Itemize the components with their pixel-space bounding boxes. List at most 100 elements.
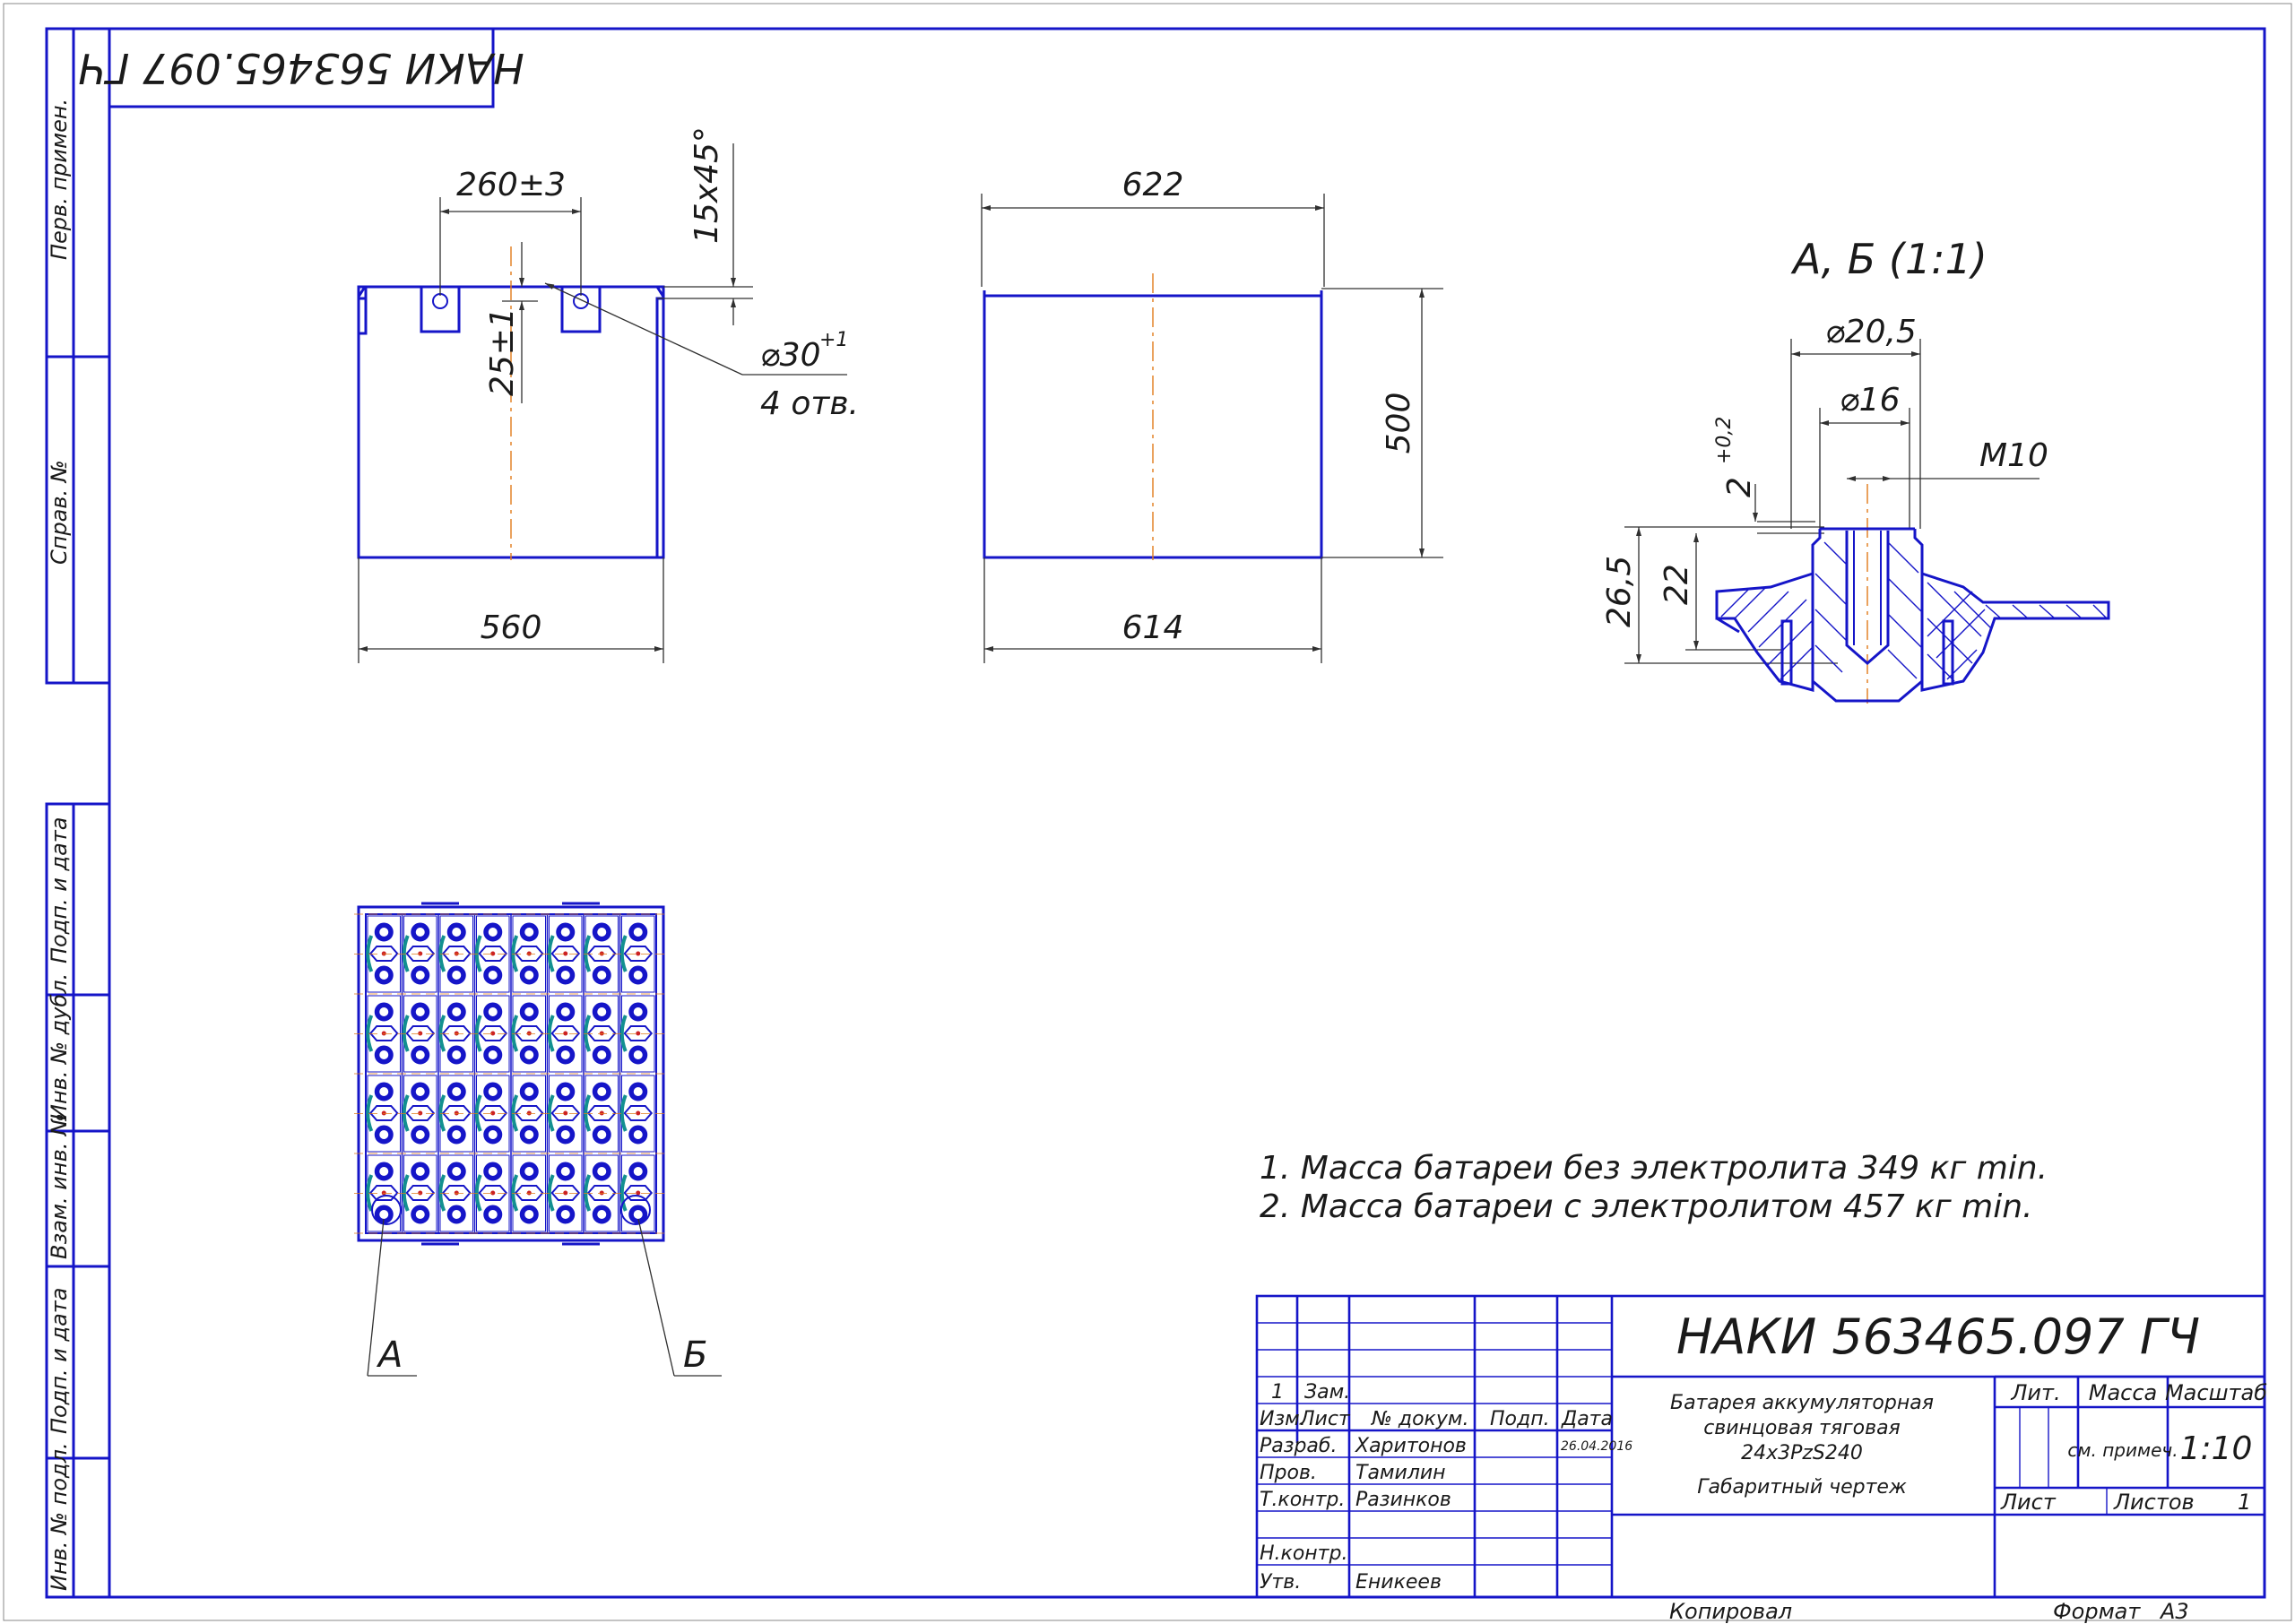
copied-label: Копировал — [1669, 1599, 1792, 1624]
vent-dot — [563, 1190, 568, 1196]
inter-cell-connector — [438, 1015, 446, 1052]
cell-pole-core — [597, 1210, 607, 1219]
vent-dot — [381, 951, 386, 956]
cell-pole-core — [379, 1167, 389, 1176]
inter-cell-connector — [619, 1015, 628, 1052]
cell-pole-core — [560, 1130, 570, 1139]
vent-dot — [418, 1031, 423, 1036]
vent-plug — [368, 1105, 399, 1121]
sheets-label: Листов — [2113, 1490, 2195, 1515]
cell-pole-core — [524, 1130, 534, 1139]
vent-plug — [623, 1185, 654, 1201]
detail-gap-tol: +0,2 — [1713, 417, 1736, 464]
name-prov: Тамилин — [1355, 1462, 1446, 1484]
mass-value: см. примеч. — [2067, 1439, 2178, 1461]
cell-pole-core — [415, 971, 425, 980]
cell-pole-core — [560, 971, 570, 980]
vent-plug — [478, 946, 508, 962]
cell-pole-core — [415, 1130, 425, 1139]
vent-dot — [636, 1190, 641, 1196]
terminal-hole — [432, 293, 448, 309]
callout-a: А — [376, 1335, 403, 1376]
vent-dot — [490, 1110, 496, 1116]
inter-cell-connector — [474, 1174, 482, 1212]
cell-pole-core — [560, 1007, 570, 1016]
side-label-perv-primen: Перв. примен. — [47, 99, 72, 260]
vent-plug — [441, 1185, 472, 1201]
cell-pole-core — [597, 1007, 607, 1016]
vent-plug — [623, 1025, 654, 1041]
inter-cell-connector — [474, 1015, 482, 1052]
cell-pole-core — [379, 1210, 389, 1219]
cell-pole-core — [597, 1087, 607, 1096]
vent-plug — [405, 1105, 436, 1121]
cell-pole-core — [488, 928, 498, 937]
vent-plug — [514, 1185, 544, 1201]
side-label-sprav-no: Справ. № — [47, 460, 72, 565]
vent-dot — [454, 1110, 459, 1116]
dim-hole-count: 4 отв. — [760, 385, 859, 422]
cell-pole-core — [524, 1050, 534, 1059]
cell-pole-core — [379, 1050, 389, 1059]
callout-b: Б — [683, 1335, 707, 1376]
vent-plug — [586, 946, 617, 962]
cell-pole-core — [633, 1130, 643, 1139]
vent-plug — [405, 1185, 436, 1201]
inter-cell-connector — [366, 1094, 374, 1132]
side-label-podp-data-1: Подп. и дата — [47, 817, 72, 964]
inter-cell-connector — [511, 935, 519, 972]
vent-dot — [636, 1110, 641, 1116]
vent-dot — [418, 1190, 423, 1196]
cell-pole-core — [597, 1130, 607, 1139]
side-label-inv-dubl: Инв. № дубл. — [47, 973, 72, 1120]
inter-cell-connector — [366, 1174, 374, 1212]
inter-cell-connector — [474, 935, 482, 972]
cell-pole-core — [633, 971, 643, 980]
cell-pole-core — [597, 1167, 607, 1176]
inter-cell-connector — [511, 1094, 519, 1132]
inter-cell-connector — [402, 1174, 410, 1212]
inter-cell-connector — [511, 1015, 519, 1052]
cell-pole-core — [452, 1087, 462, 1096]
format-value: А3 — [2159, 1599, 2189, 1624]
cell-pole-core — [633, 928, 643, 937]
inter-cell-connector — [619, 1094, 628, 1132]
vent-dot — [454, 951, 459, 956]
detail-thread: М10 — [1979, 437, 2048, 474]
cell-pole-core — [379, 1130, 389, 1139]
vent-dot — [526, 1031, 532, 1036]
vent-dot — [563, 1110, 568, 1116]
cell-pole-core — [633, 1007, 643, 1016]
header-list: Лист — [1299, 1408, 1351, 1430]
vent-dot — [526, 951, 532, 956]
notes: 1. Масса батареи без электролита 349 кг … — [1260, 1150, 2048, 1225]
vent-plug — [405, 1025, 436, 1041]
vent-plug — [550, 1185, 581, 1201]
vent-plug — [478, 1025, 508, 1041]
inter-cell-connector — [619, 1174, 628, 1212]
doc-title-line-3: 24х3PzS240 — [1741, 1442, 1863, 1464]
vent-plug — [550, 1105, 581, 1121]
rotated-code-box: НАКИ 563465.097 ГЧ — [78, 27, 524, 108]
vent-dot — [563, 1031, 568, 1036]
inter-cell-connector — [584, 1094, 592, 1132]
date-value: 26.04.2016 — [1561, 1439, 1632, 1454]
inter-cell-connector — [438, 1094, 446, 1132]
vent-plug — [441, 946, 472, 962]
vent-plug — [514, 1105, 544, 1121]
terminal-pole-a — [371, 1195, 402, 1225]
inter-cell-connector — [547, 1094, 555, 1132]
side-label-vzam-inv: Взам. инв. № — [47, 1113, 72, 1259]
role-prov: Пров. — [1260, 1462, 1317, 1484]
vent-plug — [478, 1105, 508, 1121]
inter-cell-connector — [474, 1094, 482, 1132]
cell-pole-core — [415, 928, 425, 937]
vent-dot — [490, 1190, 496, 1196]
doc-title-line-1: Батарея аккумуляторная — [1670, 1392, 1934, 1414]
inter-cell-connector — [438, 1174, 446, 1212]
cell-pole-core — [633, 1087, 643, 1096]
vent-plug — [550, 946, 581, 962]
vent-dot — [454, 1031, 459, 1036]
side-label-inv-podl: Инв. № подл. — [47, 1442, 72, 1591]
